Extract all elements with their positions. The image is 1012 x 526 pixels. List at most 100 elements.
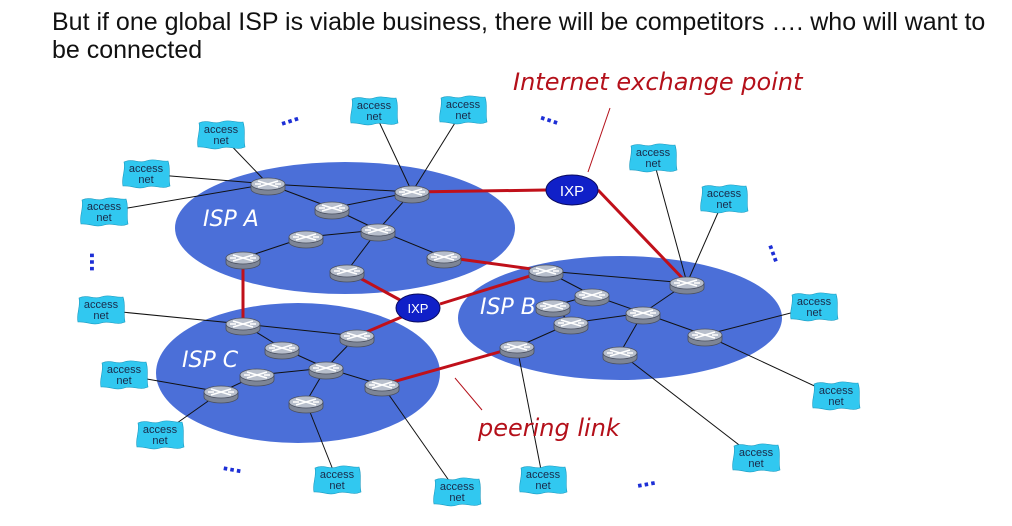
access-net-label: net: [116, 375, 131, 387]
router-icon: [553, 316, 589, 335]
access-net-label: net: [716, 199, 731, 211]
access-net-label: access: [446, 99, 481, 111]
router-icon: [625, 306, 661, 325]
link: [305, 401, 338, 481]
access-net-label: access: [129, 163, 164, 175]
access-net-label: access: [739, 447, 774, 459]
router-icon: [426, 250, 462, 269]
router-icon: [288, 230, 324, 249]
router-icon: [239, 368, 275, 387]
slide-title: But if one global ISP is viable business…: [52, 8, 986, 64]
access-net-label: net: [329, 480, 344, 492]
ixp-annotation: Internet exchange point: [513, 68, 804, 96]
link: [373, 110, 413, 193]
access-net-label: net: [152, 435, 167, 447]
router-icon: [225, 317, 261, 336]
router-icon: [364, 378, 400, 397]
router-icon: [225, 251, 261, 270]
link: [652, 157, 688, 284]
ellipsis-top-mid: …: [537, 101, 563, 130]
access-net-label: net: [535, 480, 550, 492]
link: [381, 384, 458, 493]
isp-b-label: ISP B: [480, 295, 536, 320]
router-icon: [339, 329, 375, 348]
router-icon: [203, 385, 239, 404]
isp-clouds: [156, 162, 782, 443]
access-net-label: access: [440, 481, 475, 493]
router-icon: [264, 341, 300, 360]
ellipsis-bottom-left: …: [221, 451, 245, 478]
access-net-label: access: [707, 188, 742, 200]
router-icon: [499, 340, 535, 359]
access-net-label: net: [748, 458, 763, 470]
access-net-label: net: [828, 396, 843, 408]
router-icon: [288, 395, 324, 414]
routers: [203, 177, 723, 414]
link: [545, 270, 688, 284]
router-icon: [360, 223, 396, 242]
access-net-label: access: [107, 364, 142, 376]
ixp-label: IXP: [560, 183, 584, 200]
access-net-label: access: [357, 100, 392, 112]
ixp1-isp-b-link: [596, 188, 689, 285]
peering-callout-line: [454, 377, 483, 411]
router-icon: [687, 328, 723, 347]
isp-c-label: ISP C: [182, 348, 239, 373]
ellipsis-right: …: [763, 238, 792, 265]
router-icon: [329, 264, 365, 283]
router-icon: [574, 288, 610, 307]
ellipsis-bottom-right: …: [634, 466, 658, 493]
access-net-label: net: [96, 212, 111, 224]
access-net-label: net: [449, 492, 464, 504]
access-net-label: access: [143, 424, 178, 436]
link: [242, 323, 358, 337]
link: [100, 309, 244, 325]
access-net-label: access: [320, 469, 355, 481]
ixp-callout-line: [587, 107, 611, 173]
access-net-label: net: [213, 135, 228, 147]
router-icon: [528, 264, 564, 283]
access-net-label: net: [138, 174, 153, 186]
ellipsis-left: …: [85, 252, 109, 272]
link: [267, 183, 413, 193]
access-nets: accessnetaccessnetaccessnetaccessnetacce…: [77, 95, 861, 507]
access-net-label: access: [797, 296, 832, 308]
isp-a-label: ISP A: [203, 207, 259, 232]
access-net-label: net: [93, 310, 108, 322]
isp-c-cloud: [156, 303, 440, 443]
access-net-label: access: [204, 124, 239, 136]
ixp-node-1: IXP: [545, 174, 599, 206]
access-net-label: net: [366, 111, 381, 123]
router-icon: [394, 185, 430, 204]
ixp2-isp-b-link: [439, 269, 547, 306]
access-net-label: access: [87, 201, 122, 213]
ixp-label: IXP: [408, 301, 429, 316]
access-net-label: net: [455, 110, 470, 122]
router-icon: [669, 276, 705, 295]
router-icon: [314, 201, 350, 220]
router-icon: [602, 346, 638, 365]
router-icon: [308, 361, 344, 380]
access-net-label: access: [819, 385, 854, 397]
access-net-label: net: [645, 158, 660, 170]
link: [103, 183, 269, 213]
access-net-label: access: [526, 469, 561, 481]
ixp1-isp-a-link: [411, 188, 547, 194]
link: [619, 352, 757, 459]
